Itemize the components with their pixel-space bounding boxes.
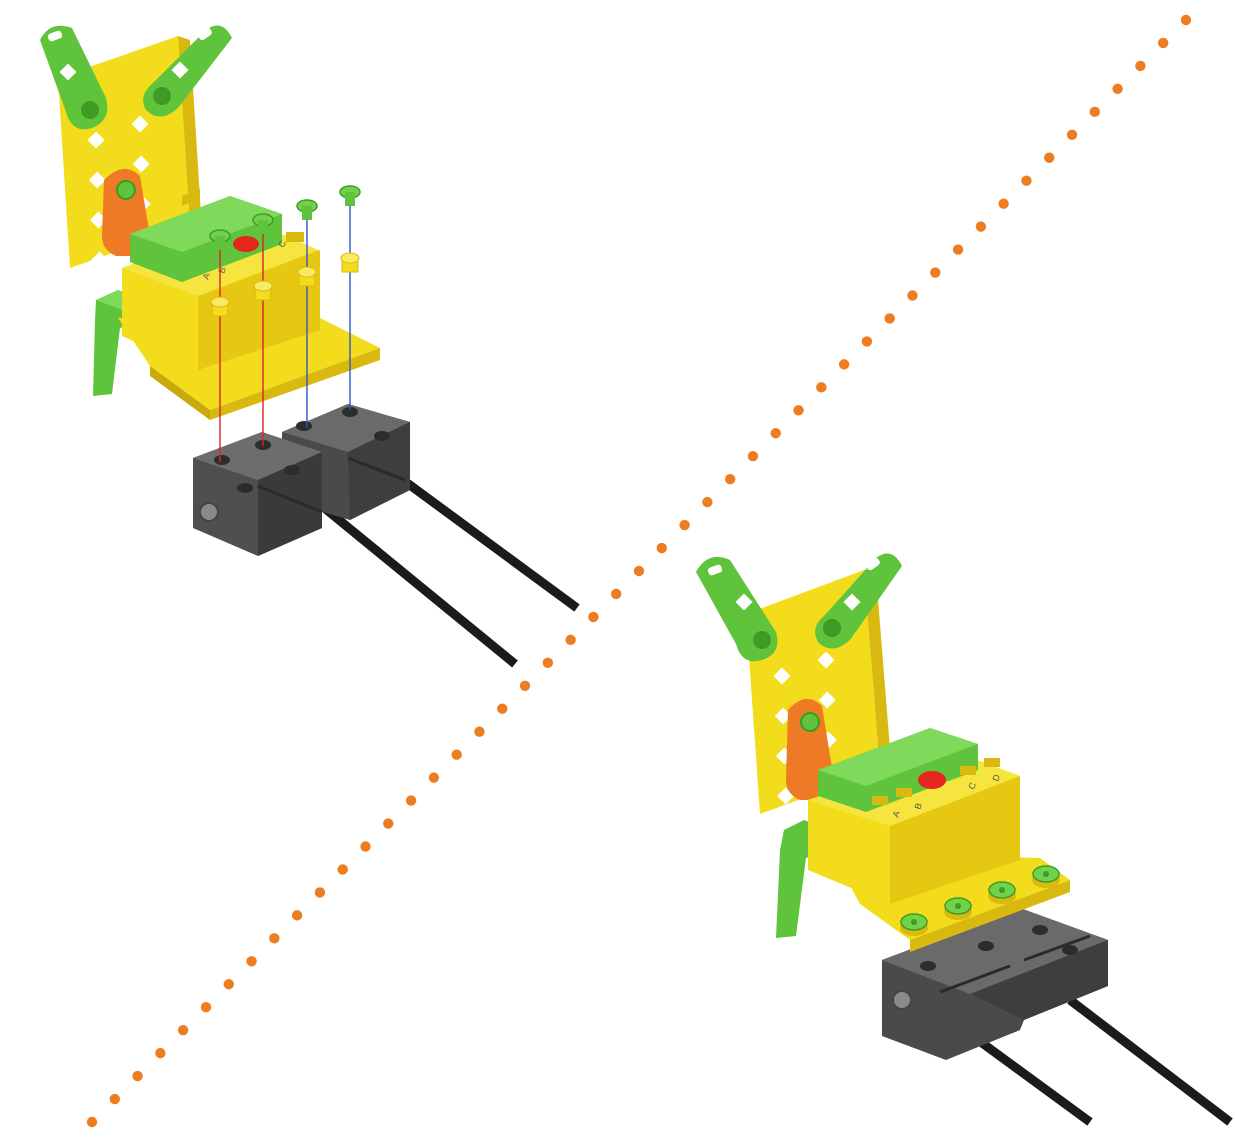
screw-shank bbox=[302, 206, 312, 220]
divider-dot bbox=[725, 474, 735, 484]
divider-dot bbox=[178, 1025, 188, 1035]
divider-dot bbox=[657, 543, 667, 553]
divider-dot bbox=[702, 497, 712, 507]
divider-dot bbox=[1181, 15, 1191, 25]
divider-dot bbox=[930, 267, 940, 277]
divider-dot bbox=[429, 772, 439, 782]
divider-dot bbox=[1158, 38, 1168, 48]
divider-dot bbox=[543, 658, 553, 668]
spacer-top bbox=[298, 267, 316, 277]
screw-socket bbox=[999, 887, 1005, 893]
divider-dot bbox=[383, 818, 393, 828]
divider-dot bbox=[520, 681, 530, 691]
divider-dot bbox=[565, 635, 575, 645]
gray-block-rail bbox=[193, 404, 410, 556]
spacer-top bbox=[211, 297, 229, 307]
divider-dot bbox=[269, 933, 279, 943]
divider-dot bbox=[862, 336, 872, 346]
divider-dot bbox=[87, 1117, 97, 1127]
divider-dot bbox=[816, 382, 826, 392]
divider-dot bbox=[292, 910, 302, 920]
divider-dot bbox=[497, 704, 507, 714]
screw-socket bbox=[911, 919, 917, 925]
divider-dot bbox=[201, 1002, 211, 1012]
screw-shank bbox=[345, 192, 355, 206]
divider-dot bbox=[1135, 61, 1145, 71]
divider-dot bbox=[634, 566, 644, 576]
divider-dot bbox=[1090, 107, 1100, 117]
divider-dot bbox=[907, 290, 917, 300]
divider-dot bbox=[839, 359, 849, 369]
divider-dot bbox=[611, 589, 621, 599]
divider-dot bbox=[1021, 176, 1031, 186]
divider-dot bbox=[132, 1071, 142, 1081]
divider-dot bbox=[885, 313, 895, 323]
divider-dot bbox=[338, 864, 348, 874]
divider-dot bbox=[110, 1094, 120, 1104]
screw-shank bbox=[215, 236, 225, 250]
divider-dot bbox=[406, 795, 416, 805]
screw-socket bbox=[1043, 871, 1049, 877]
screw-socket bbox=[955, 903, 961, 909]
divider-dot bbox=[588, 612, 598, 622]
screw-shank bbox=[258, 220, 268, 234]
divider-dot bbox=[953, 244, 963, 254]
divider-dot bbox=[1044, 153, 1054, 163]
spacer-top bbox=[341, 253, 359, 263]
divider-dot bbox=[315, 887, 325, 897]
divider-dot bbox=[748, 451, 758, 461]
divider-dot bbox=[998, 198, 1008, 208]
divider-dot bbox=[1067, 130, 1077, 140]
divider-dot bbox=[1112, 84, 1122, 94]
divider-dot bbox=[224, 979, 234, 989]
divider-dot bbox=[474, 727, 484, 737]
divider-dot bbox=[360, 841, 370, 851]
divider-dot bbox=[771, 428, 781, 438]
divider-dot bbox=[246, 956, 256, 966]
divider-dot bbox=[976, 221, 986, 231]
divider-dot bbox=[679, 520, 689, 530]
exploded-view-assembly: ABC bbox=[40, 26, 577, 665]
spacer-top bbox=[254, 281, 272, 291]
divider-dot bbox=[793, 405, 803, 415]
divider-dot bbox=[451, 749, 461, 759]
divider-dot bbox=[155, 1048, 165, 1058]
